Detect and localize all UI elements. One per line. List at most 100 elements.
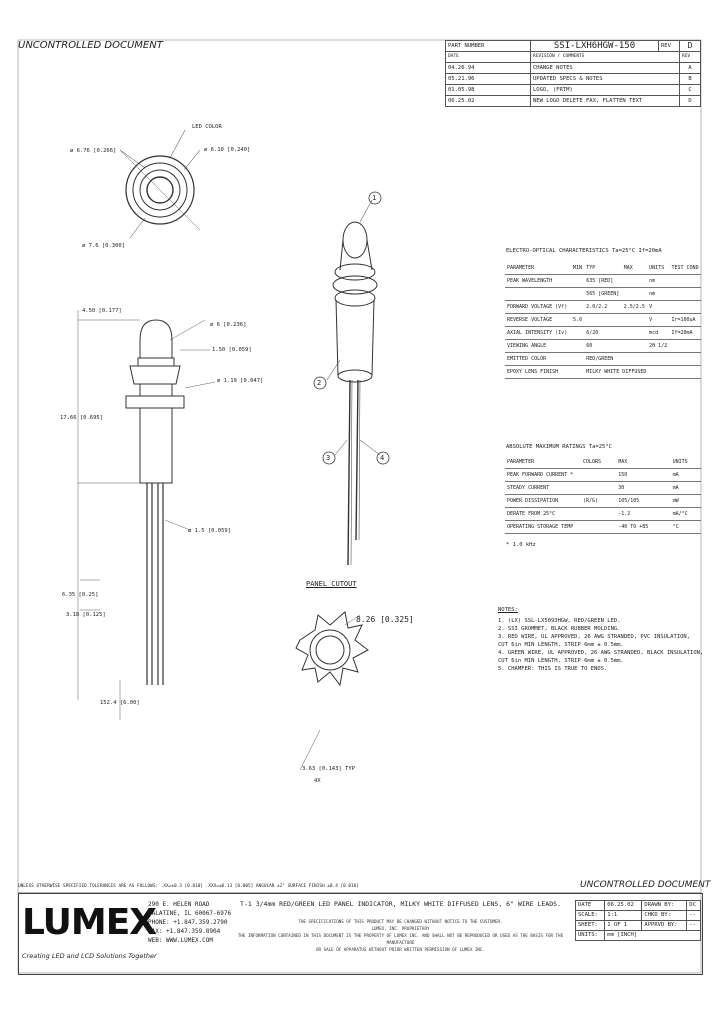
side-view-drawing [77, 310, 216, 720]
optical-table: PARAMETER MIN TYP MAX UNITS TEST COND PE… [505, 262, 701, 379]
notice-line: THE INFORMATION CONTAINED IN THIS DOCUME… [237, 933, 564, 945]
optical-cell [571, 339, 585, 353]
optical-cell [505, 287, 571, 301]
optical-col-min: MIN [571, 262, 585, 275]
uncontrolled-footer: UNCONTROLLED DOCUMENT [580, 880, 711, 890]
ratings-cell: °C [670, 520, 701, 534]
meta-apprvd-label: APPRVD BY: [641, 920, 688, 931]
meta-units-label: UNITS: [574, 930, 606, 941]
rev-row-date: 06.25.02 [445, 95, 531, 107]
optical-cell: AXIAL INTENSITY (Iv) [505, 326, 571, 340]
optical-cell: PEAK WAVELENGTH [505, 274, 571, 288]
note-item: 4. GREEN WIRE, UL APPROVED, 26 AWG STRAN… [498, 650, 704, 656]
optical-cell [669, 274, 701, 288]
meta-sheet: 1 OF 1 [604, 920, 643, 931]
callout-3: 3 [326, 454, 331, 462]
optical-col-typ: TYP [584, 262, 622, 275]
address-line: FAX: +1.847.359.8904 [148, 928, 221, 935]
optical-cell: EMITTED COLOR [505, 352, 571, 366]
panel-cutout-dim2: 3.63 [0.143] TYP [302, 766, 355, 772]
address-line: PHONE: +1.847.359.2790 [148, 919, 228, 926]
callout-4: 4 [380, 454, 385, 462]
ratings-col-param: PARAMETER [505, 456, 581, 469]
meta-date-label: DATE [574, 900, 606, 911]
lumex-tagline: Creating LED and LCD Solutions Together [22, 952, 157, 960]
optical-title: ELECTRO-OPTICAL CHARACTERISTICS Ta=25°C … [506, 248, 662, 254]
top-view-dia2-label: ø 6.10 [0.240] [204, 147, 251, 153]
optical-cell [571, 274, 585, 288]
optical-cell [571, 300, 585, 314]
ratings-cell: mW [670, 494, 701, 508]
note-item: CUT 6in MIN LENGTH, STRIP 6mm ± 0.5mm. [498, 642, 624, 648]
optical-cell: 635 [RED] [584, 274, 622, 288]
note-item: 5. CHAMFER: THIS IS TRUE TO ENDS. [498, 666, 608, 672]
ratings-cell: OPERATING STORAGE TEMP [505, 520, 581, 534]
panel-cutout-title: PANEL CUTOUT [306, 580, 357, 588]
optical-cell: EPOXY LENS FINISH [505, 365, 571, 379]
optical-cell: V [647, 300, 670, 314]
side-flange-label: ø 1.19 [0.047] [217, 378, 264, 384]
lumex-logo: LUMEX [22, 902, 157, 943]
meta-drawn: DC [686, 900, 701, 911]
drawing-frame [17, 39, 702, 974]
meta-chkd: -- [686, 910, 701, 921]
side-lead-label: 152.4 [6.00] [100, 700, 140, 706]
ratings-col-units: UNITS [670, 456, 701, 469]
optical-cell: If=20mA [669, 326, 701, 340]
panel-cutout-dim: 8.26 [0.325] [356, 615, 414, 624]
ratings-table: PARAMETER COLORS MAX UNITS PEAK FORWARD … [505, 456, 701, 534]
notice-line: THE SPECIFICATIONS OF THIS PRODUCT MAY B… [298, 919, 503, 924]
ratings-cell: (R/G) [581, 494, 617, 508]
notice-line: OR SALE OF APPARATUS WITHOUT PRIOR WRITT… [316, 947, 485, 952]
rev-label: REV [658, 40, 680, 52]
optical-cell [584, 313, 622, 327]
top-view-color-label: LED COLOR [192, 124, 222, 130]
company-address: 290 E. HELEN ROAD PALATINE, IL 60067-697… [148, 900, 231, 945]
ratings-title: ABSOLUTE MAXIMUM RATINGS Ta=25°C [506, 444, 612, 450]
note-item: 1. (LX) SSL-LX5093HGW, RED/GREEN LED. [498, 618, 621, 624]
optical-cell [669, 352, 701, 366]
top-view-dia3-label: ø 7.6 [0.300] [82, 243, 126, 249]
ratings-cell: -40 TO +85 [616, 520, 671, 534]
notes-block: NOTES: 1. (LX) SSL-LX5093HGW, RED/GREEN … [498, 606, 703, 673]
ratings-cell: DERATE FROM 25°C [505, 507, 581, 521]
side-end-label: 3.18 [0.125] [66, 612, 106, 618]
rev-row-date: 04.26.94 [445, 62, 531, 74]
optical-cell: REVERSE VOLTAGE [505, 313, 571, 327]
optical-cell: V [647, 313, 670, 327]
ratings-col-max: MAX [616, 456, 671, 469]
optical-cell: VIEWING ANGLE [505, 339, 571, 353]
meta-drawn-label: DRAWN BY: [641, 900, 688, 911]
optical-cell: RED/GREEN [584, 352, 622, 366]
optical-cell [669, 300, 701, 314]
panel-cutout-dim3: 4X [314, 778, 321, 784]
optical-cell [669, 339, 701, 353]
ratings-cell: -1.2 [616, 507, 671, 521]
ratings-cell: STEADY CURRENT [505, 481, 581, 495]
ratings-cell: mA [670, 468, 701, 482]
optical-col-units: UNITS [647, 262, 670, 275]
optical-cell: 565 [GREEN] [584, 287, 622, 301]
ratings-col-colors: COLORS [581, 456, 617, 469]
optical-cell: nm [647, 274, 670, 288]
ratings-cell: PEAK FORWARD CURRENT * [505, 468, 581, 482]
optical-cell: 2θ 1/2 [647, 339, 670, 353]
optical-cell [621, 274, 648, 288]
callout-1: 1 [372, 194, 377, 202]
optical-col-max: MAX [621, 262, 648, 275]
optical-cell: nm [647, 287, 670, 301]
ratings-cell [581, 481, 617, 495]
optical-cell [621, 352, 648, 366]
rev-row-date: 05.21.96 [445, 73, 531, 85]
ratings-cell: POWER DISSIPATION [505, 494, 581, 508]
panel-cutout-drawing [295, 611, 369, 771]
side-dia-label: ø 6 [0.236] [210, 322, 247, 328]
top-view-drawing [119, 129, 201, 239]
optical-cell [621, 287, 648, 301]
meta-apprvd: -- [686, 920, 701, 931]
ratings-cell [581, 520, 617, 534]
side-wire-label: ø 1.5 [0.059] [188, 528, 232, 534]
proprietary-notice: THE SPECIFICATIONS OF THIS PRODUCT MAY B… [228, 918, 573, 953]
part-number: SSI-LXH6HGW-150 [530, 40, 659, 52]
